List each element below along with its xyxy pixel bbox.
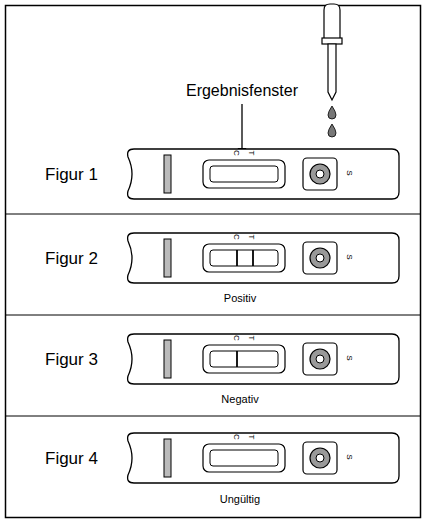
- cassette-marking: T: [247, 336, 255, 341]
- cassette-outline: [125, 432, 400, 484]
- window-label: Ergebnisfenster: [186, 82, 298, 100]
- cassette-marking: T: [247, 435, 255, 440]
- test-cassette: C T S: [125, 148, 400, 200]
- figure-label: Figur 1: [45, 166, 98, 185]
- cassette-marking: S: [345, 170, 353, 175]
- cassette-marking: T: [247, 235, 255, 240]
- figure-label: Figur 4: [45, 450, 98, 469]
- cassette-marking: S: [345, 355, 353, 360]
- result-label: Positiv: [224, 292, 256, 304]
- outer-frame: [6, 6, 421, 518]
- result-label: Negativ: [221, 393, 258, 405]
- cassette-marking: C: [232, 234, 240, 240]
- figure-label: Figur 3: [45, 351, 98, 370]
- cassette-marking: C: [232, 335, 240, 341]
- test-cassette: C T S: [125, 333, 400, 385]
- row-separator: [6, 416, 420, 417]
- cassette-outline: [125, 333, 400, 385]
- cassette-marking: S: [345, 254, 353, 259]
- dropper: [322, 4, 342, 137]
- test-cassette: C T S: [125, 432, 400, 484]
- leader-arrow: [241, 104, 242, 156]
- cassette-outline: [125, 148, 400, 200]
- figure-label: Figur 2: [45, 250, 98, 269]
- cassette-marking: C: [232, 150, 240, 156]
- result-label: Ungültig: [220, 493, 260, 505]
- cassette-marking: T: [247, 151, 255, 156]
- test-cassette: C T S: [125, 232, 400, 284]
- row-separator: [6, 315, 420, 316]
- cassette-outline: [125, 232, 400, 284]
- row-separator: [6, 214, 420, 215]
- cassette-marking: C: [232, 434, 240, 440]
- cassette-marking: S: [345, 454, 353, 459]
